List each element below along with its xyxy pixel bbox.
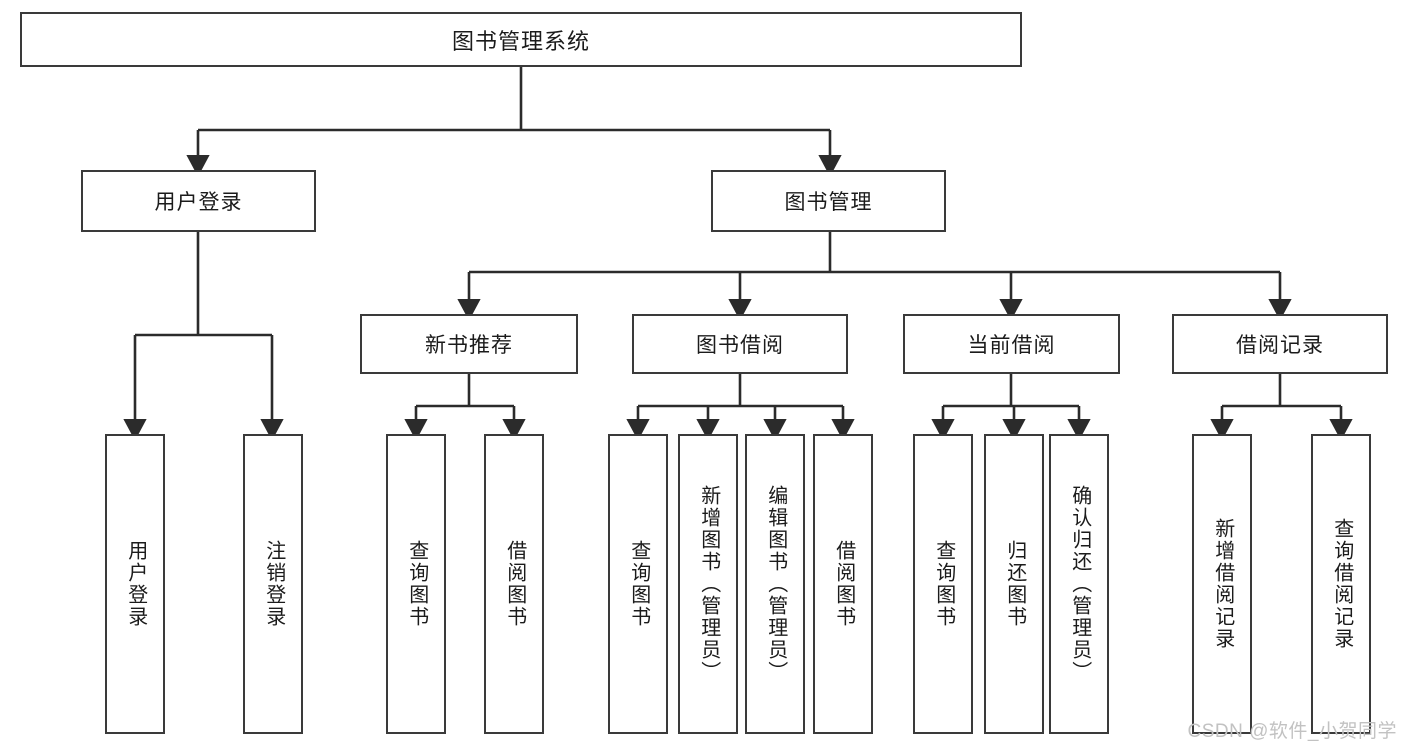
node-label: 图书管理系统 [451,28,590,54]
node-label: 编辑图书（管理员） [764,485,787,683]
node-borrow-record[interactable]: 借阅记录 [1172,314,1388,374]
node-label: 新增图书（管理员） [697,485,720,683]
node-new-book-recommend[interactable]: 新书推荐 [360,314,578,374]
node-label: 借阅图书 [832,540,855,628]
leaf-node[interactable]: 新增借阅记录 [1192,434,1252,734]
node-label: 图书借阅 [696,334,784,357]
leaf-node[interactable]: 查询图书 [913,434,973,734]
node-label: 新增借阅记录 [1211,518,1234,650]
leaf-node[interactable]: 归还图书 [984,434,1044,734]
node-current-borrow[interactable]: 当前借阅 [903,314,1120,374]
node-label: 确认归还（管理员） [1068,485,1091,683]
leaf-node[interactable]: 用户登录 [105,434,165,734]
node-label: 查询借阅记录 [1330,518,1353,650]
node-label: 归还图书 [1003,540,1026,628]
leaf-node[interactable]: 注销登录 [243,434,303,734]
node-label: 借阅图书 [503,540,526,628]
watermark-text: CSDN @软件_小贺同学 [1187,721,1397,742]
node-root-system[interactable]: 图书管理系统 [20,12,1022,67]
node-label: 查询图书 [405,540,428,628]
node-label: 图书管理 [784,191,873,214]
node-label: 注销登录 [262,540,285,628]
leaf-node[interactable]: 借阅图书 [813,434,873,734]
node-book-borrow[interactable]: 图书借阅 [632,314,848,374]
leaf-node[interactable]: 查询借阅记录 [1311,434,1371,734]
node-user-login[interactable]: 用户登录 [81,170,316,232]
node-label: 用户登录 [124,540,147,628]
leaf-node[interactable]: 确认归还（管理员） [1049,434,1109,734]
node-label: 查询图书 [627,540,650,628]
leaf-node[interactable]: 查询图书 [386,434,446,734]
node-label: 新书推荐 [425,334,513,357]
node-label: 当前借阅 [967,334,1056,357]
node-label: 借阅记录 [1236,334,1324,357]
node-label: 查询图书 [932,540,955,628]
leaf-node[interactable]: 查询图书 [608,434,668,734]
leaf-node[interactable]: 编辑图书（管理员） [745,434,805,734]
leaf-node[interactable]: 新增图书（管理员） [678,434,738,734]
node-label: 用户登录 [154,191,243,214]
leaf-node[interactable]: 借阅图书 [484,434,544,734]
node-book-management[interactable]: 图书管理 [711,170,946,232]
